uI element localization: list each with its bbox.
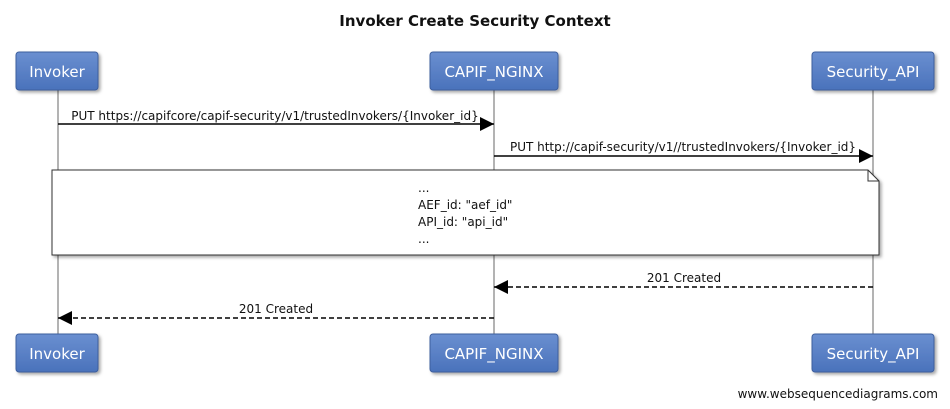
diagram-title: Invoker Create Security Context <box>339 12 610 30</box>
message-2: PUT http://capif-security/v1//trustedInv… <box>494 140 873 163</box>
credit-link[interactable]: www.websequencediagrams.com <box>738 387 938 401</box>
participant-security-api-top: Security_API <box>811 51 935 91</box>
participant-capif-nginx-bottom: CAPIF_NGINX <box>429 333 559 373</box>
participant-invoker-top: Invoker <box>15 51 99 91</box>
participant-label: CAPIF_NGINX <box>444 63 543 82</box>
message-label: PUT http://capif-security/v1//trustedInv… <box>510 140 856 154</box>
message-4: 201 Created <box>58 302 494 325</box>
participant-invoker-bottom: Invoker <box>15 333 99 373</box>
message-label: 201 Created <box>647 271 721 285</box>
note-line: AEF_id: "aef_id" <box>418 198 512 212</box>
participant-label: Invoker <box>29 63 85 81</box>
note-line: ... <box>418 232 429 246</box>
participant-label: Security_API <box>827 345 920 364</box>
message-3: 201 Created <box>494 271 873 294</box>
participant-capif-nginx-top: CAPIF_NGINX <box>429 51 559 91</box>
participant-label: Invoker <box>29 345 85 363</box>
note-line: API_id: "api_id" <box>418 215 508 229</box>
message-label: PUT https://capifcore/capif-security/v1/… <box>71 109 478 123</box>
message-1: PUT https://capifcore/capif-security/v1/… <box>58 109 494 131</box>
message-label: 201 Created <box>239 302 313 316</box>
note-box: ... AEF_id: "aef_id" API_id: "api_id" ..… <box>51 169 880 256</box>
participant-security-api-bottom: Security_API <box>811 333 935 373</box>
participant-label: Security_API <box>827 63 920 82</box>
participant-label: CAPIF_NGINX <box>444 345 543 364</box>
note-line: ... <box>418 181 429 195</box>
